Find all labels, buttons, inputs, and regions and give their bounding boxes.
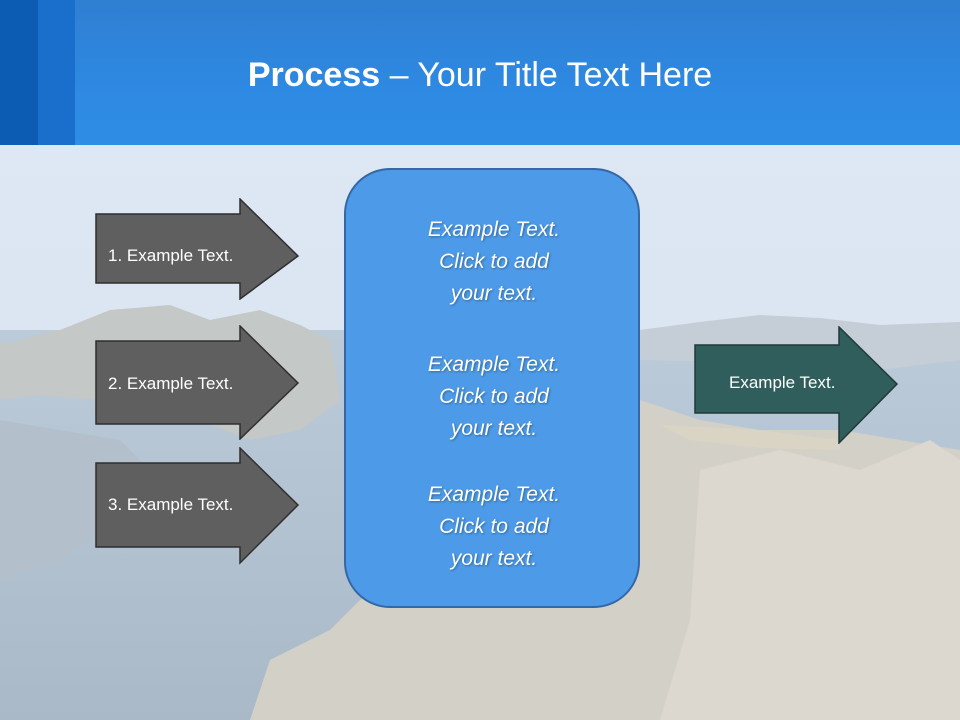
process-text-line: your text.	[450, 282, 538, 305]
process-text-line: Click to add	[439, 250, 549, 273]
title-bold-part: Process	[247, 56, 381, 94]
input-arrow-label: 2. Example Text.	[108, 374, 234, 393]
process-text-block-2[interactable]: Example Text. Click to add your text.	[346, 349, 642, 445]
output-arrow[interactable]: Example Text.	[694, 326, 899, 444]
right-arrow-icon	[95, 447, 300, 565]
input-arrow-2[interactable]: 2. Example Text.	[95, 325, 300, 440]
process-text-block-1[interactable]: Example Text. Click to add your text.	[346, 214, 642, 310]
header-accent-stripe-dark	[0, 0, 38, 145]
right-arrow-icon	[95, 198, 300, 300]
header-accent-stripe-light	[38, 0, 75, 145]
process-text-line: Example Text.	[427, 483, 561, 506]
right-arrow-icon	[694, 326, 899, 444]
input-arrow-3[interactable]: 3. Example Text.	[95, 447, 300, 565]
input-arrow-1[interactable]: 1. Example Text.	[95, 198, 300, 300]
process-text-line: Click to add	[439, 515, 549, 538]
page-title: Process – Your Title Text Here	[0, 55, 960, 95]
input-arrow-label: 3. Example Text.	[108, 495, 234, 514]
process-text-line: Example Text.	[427, 218, 561, 241]
right-arrow-icon	[95, 325, 300, 440]
output-arrow-label: Example Text.	[729, 373, 836, 392]
process-text-line: Example Text.	[427, 353, 561, 376]
input-arrow-label: 1. Example Text.	[108, 246, 234, 265]
process-text-line: your text.	[450, 547, 538, 570]
process-text-line: your text.	[450, 417, 538, 440]
title-bar: Process – Your Title Text Here	[0, 0, 960, 145]
process-text-line: Click to add	[439, 385, 549, 408]
process-box[interactable]: Example Text. Click to add your text. Ex…	[344, 168, 640, 608]
title-rest-part: – Your Title Text Here	[380, 56, 713, 94]
process-text-block-3[interactable]: Example Text. Click to add your text.	[346, 479, 642, 575]
